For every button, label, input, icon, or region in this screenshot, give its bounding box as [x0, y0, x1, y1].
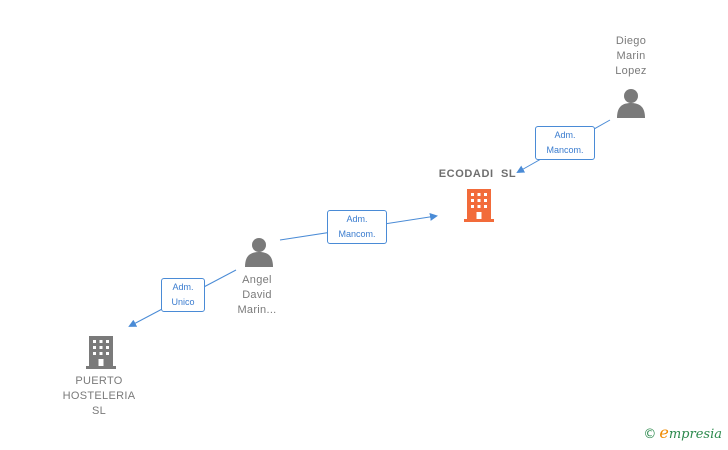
label-line: Lopez [615, 65, 647, 77]
edge-label-line: Mancom. [546, 145, 584, 155]
brand-initial: e [659, 423, 669, 442]
company-label-ecodadi[interactable]: ECODADI SL [438, 168, 517, 180]
company-label-puerto[interactable]: PUERTO HOSTELERIA SL [48, 374, 150, 419]
label-line: SL [91, 405, 107, 417]
label-line: PUERTO [75, 375, 123, 387]
edge-label-line: Adm. [554, 130, 576, 140]
label-line: Diego [615, 35, 647, 47]
label-line: Marin [616, 50, 646, 62]
edge-label-diego-ecodadi[interactable]: Adm. Mancom. [535, 126, 595, 160]
edge-label-line: Mancom. [338, 229, 376, 239]
building-icon[interactable] [464, 189, 494, 222]
edge-label-line: Adm. [346, 214, 368, 224]
label-line: Angel [242, 274, 272, 286]
brand-name: mpresia [668, 427, 722, 442]
edge-label-angel-puerto[interactable]: Adm. Unico [161, 278, 205, 312]
person-icon[interactable] [617, 89, 645, 118]
edge-label-line: Adm. [172, 282, 194, 292]
edge-label-line: Unico [171, 297, 195, 307]
person-label-diego[interactable]: Diego Marin Lopez [596, 34, 666, 79]
person-icon[interactable] [245, 238, 273, 267]
label-line: Marin... [237, 304, 277, 316]
building-icon[interactable] [86, 336, 116, 369]
label-line: HOSTELERIA [62, 390, 136, 402]
person-label-angel[interactable]: Angel David Marin... [222, 273, 292, 318]
label-line: David [242, 289, 272, 301]
edge-label-angel-ecodadi[interactable]: Adm. Mancom. [327, 210, 387, 244]
copyright-symbol: © [643, 427, 657, 442]
empresia-logo: ©empresia [643, 423, 722, 442]
